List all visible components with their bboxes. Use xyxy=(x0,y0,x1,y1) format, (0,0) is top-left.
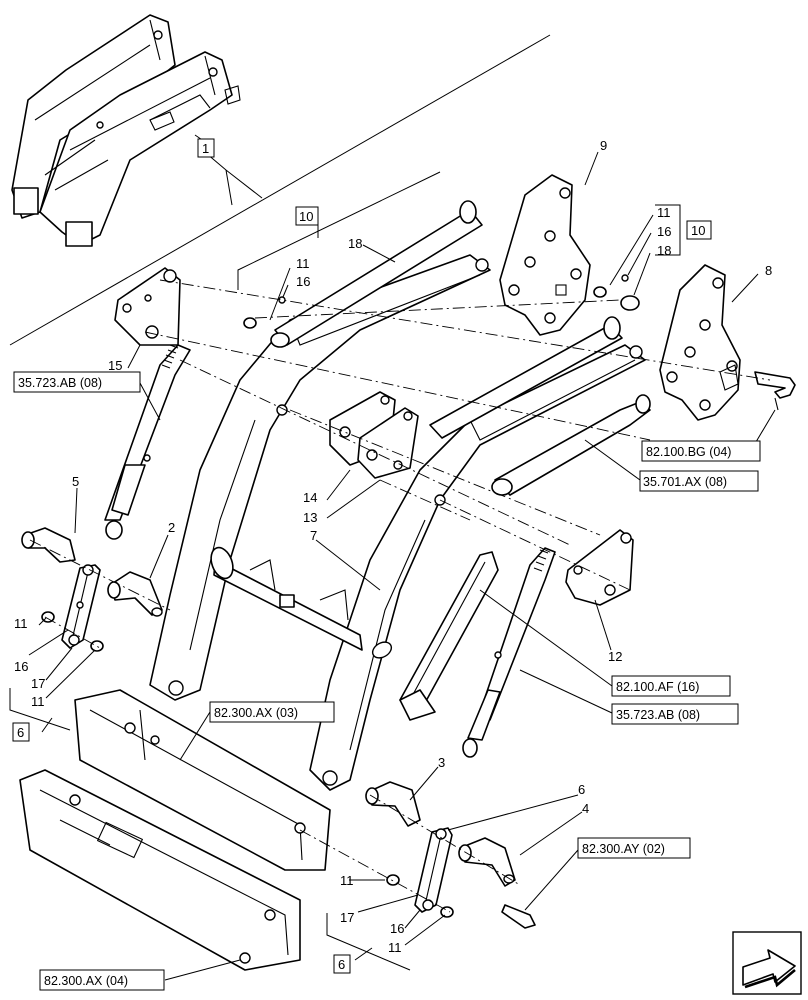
pin-11-right xyxy=(593,286,607,298)
callout-16-left: 16 xyxy=(14,659,28,674)
callout-4: 4 xyxy=(582,801,589,816)
reference-boxes: 35.723.AB (08) 82.100.BG (04) 35.701.AX … xyxy=(13,371,761,991)
boxed-callout-1: 1 xyxy=(202,141,209,156)
tilt-cylinder xyxy=(491,394,651,496)
callout-16-top-left: 16 xyxy=(296,274,310,289)
bracket-12 xyxy=(565,529,634,606)
boxed-callouts: 1 10 10 6 6 xyxy=(12,138,712,974)
mounting-bracket-8 xyxy=(659,264,741,421)
upper-tube-18 xyxy=(274,200,623,439)
callout-13: 13 xyxy=(303,510,317,525)
callout-3: 3 xyxy=(438,755,445,770)
assembly-axes xyxy=(29,279,771,913)
leader-lines xyxy=(9,134,776,981)
boxed-callout-10-right: 10 xyxy=(691,223,705,238)
callout-9: 9 xyxy=(600,138,607,153)
callout-15: 15 xyxy=(108,358,122,373)
boxed-callout-10-top: 10 xyxy=(299,209,313,224)
mounting-frame-upper xyxy=(74,689,331,871)
callout-11-right-top: 11 xyxy=(340,873,354,888)
bolt-82300ay xyxy=(501,904,536,929)
overview-divider xyxy=(9,34,551,346)
ref-82100af: 82.100.AF (16) xyxy=(616,680,699,694)
callout-11-left-top: 11 xyxy=(14,616,28,631)
left-hydraulic-cylinder xyxy=(104,344,191,540)
bucket-link-3 xyxy=(365,781,421,827)
callout-17-right: 17 xyxy=(340,910,354,925)
ref-82300ax-04: 82.300.AX (04) xyxy=(44,974,128,988)
linkage-6-left xyxy=(61,564,101,649)
callout-5: 5 xyxy=(72,474,79,489)
callout-2: 2 xyxy=(168,520,175,535)
ref-35701ax: 35.701.AX (08) xyxy=(643,475,727,489)
bucket-link-4 xyxy=(458,837,516,887)
ref-82300ay: 82.300.AY (02) xyxy=(582,842,665,856)
boxed-callout-6-right: 6 xyxy=(338,957,345,972)
grease-nipple-16-right xyxy=(621,274,629,282)
pin-11-right-top xyxy=(386,874,400,886)
loader-overview-illustration xyxy=(11,14,241,247)
ref-35723ab-left: 35.723.AB (08) xyxy=(18,376,102,390)
callout-16-right: 16 xyxy=(657,224,671,239)
callout-18-top: 18 xyxy=(348,236,362,251)
callout-18-right: 18 xyxy=(657,243,671,258)
bushing-18-top-left xyxy=(270,332,290,348)
parallel-linkage-rod xyxy=(399,551,499,721)
right-hydraulic-cylinder xyxy=(462,547,556,758)
bracket-13-14 xyxy=(329,391,419,479)
locking-pin xyxy=(754,371,796,399)
pin-11-top-left xyxy=(243,317,257,329)
callout-8: 8 xyxy=(765,263,772,278)
grease-nipple-16-top xyxy=(278,296,286,304)
mounting-bracket-9 xyxy=(499,174,591,336)
callout-16-right-lower: 16 xyxy=(390,921,404,936)
callout-numbers: 2 3 4 5 6 7 8 9 11 11 11 11 11 11 12 13 … xyxy=(14,138,772,955)
callout-11-top-left: 11 xyxy=(296,256,310,271)
bucket-link-5 xyxy=(21,527,76,563)
mounting-frame-lower xyxy=(19,769,301,971)
callout-12: 12 xyxy=(608,649,622,664)
callout-6-right: 6 xyxy=(578,782,585,797)
bucket-link-2 xyxy=(107,571,163,617)
boxed-callout-6-left: 6 xyxy=(17,725,24,740)
ref-35723ab-right: 35.723.AB (08) xyxy=(616,708,700,722)
linkage-6-right xyxy=(414,827,453,913)
callout-17-left: 17 xyxy=(31,676,45,691)
bushing-18-right xyxy=(620,295,640,311)
callout-11-left-bottom: 11 xyxy=(31,694,45,709)
callout-7: 7 xyxy=(310,528,317,543)
next-page-arrow-icon[interactable] xyxy=(732,931,802,995)
callout-11-right-bottom: 11 xyxy=(388,940,402,955)
pin-11-left-bottom xyxy=(90,640,104,652)
ref-82100bg: 82.100.BG (04) xyxy=(646,445,731,459)
callout-14: 14 xyxy=(303,490,317,505)
callout-11-right: 11 xyxy=(657,205,671,220)
pin-11-right-bottom xyxy=(440,906,454,918)
ref-82300ax-03: 82.300.AX (03) xyxy=(214,706,298,720)
